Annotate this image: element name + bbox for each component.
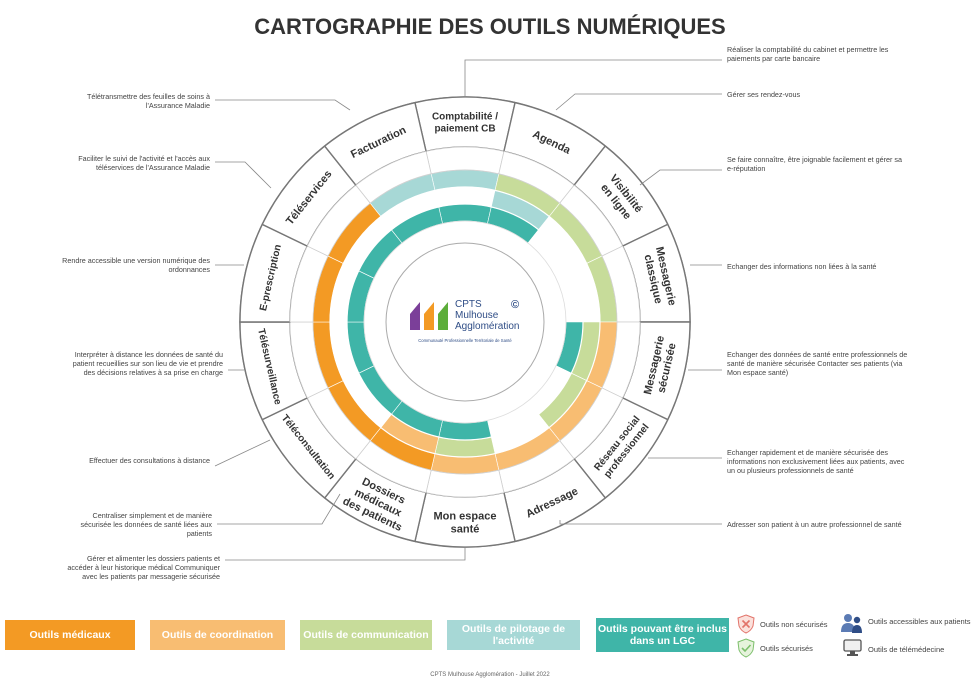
description-e-prescription: Rendre accessible une version numérique … [62, 256, 210, 274]
segment-agenda: Agenda [487, 101, 607, 248]
description-messagerie-securisee: Echanger des données de santé entre prof… [727, 350, 908, 377]
legend-label: Outils médicaux [29, 629, 111, 641]
legend-label: Outils de pilotage de l'activité [461, 623, 566, 647]
logo-text: CPTS [455, 299, 482, 310]
logo-symbol: © [511, 299, 519, 311]
center-circle [385, 242, 545, 402]
telemedicine-icon [843, 639, 862, 656]
description-comptabilite: Réaliser la comptabilité du cabinet et p… [727, 45, 889, 63]
segment-reseau-social: Réseau socialprofessionnel [527, 365, 669, 499]
legend-label: Outils de communication [303, 629, 429, 641]
description-visibilite: Se faire connaître, être joignable facil… [727, 155, 902, 173]
description-reseau-social: Echanger rapidement et de manière sécuri… [727, 448, 905, 475]
segment-gap [425, 469, 505, 498]
footer: CPTS Mulhouse Agglomération - Juillet 20… [430, 672, 550, 678]
key-label: Outils accessibles aux patients [868, 617, 971, 626]
description-teleservices: Faciliter le suivi de l'activité et l'ac… [78, 154, 210, 172]
segment-teleconsultation: Téléconsultation [261, 365, 405, 499]
secure-icon [737, 638, 755, 658]
leader-line [639, 169, 722, 186]
key-label: Outils non sécurisés [760, 620, 828, 629]
description-facturation: Télétransmettre des feuilles de soins à … [86, 92, 210, 110]
description-messagerie-classique: Echanger des informations non liées à la… [727, 262, 877, 271]
segment-gap [355, 150, 432, 204]
leader-line [214, 439, 271, 467]
key-label: Outils sécurisés [760, 644, 813, 653]
logo-text: Mulhouse [455, 310, 499, 321]
segment-dossiers-medicaux: Dossiersmédicauxdes patients [323, 396, 443, 543]
ring-divider [346, 203, 584, 441]
description-agenda: Gérer ses rendez-vous [727, 90, 801, 99]
description-adressage: Adresser son patient à un autre professi… [727, 520, 902, 529]
segment-messagerie-classique: Messagerieclassique [546, 223, 691, 323]
segment-adressage: Adressage [487, 396, 607, 543]
legend-communication: Outils de communication [300, 620, 432, 650]
description-dossiers-medicaux: Centraliser simplement et de manière séc… [80, 511, 212, 538]
leader-line [215, 161, 272, 189]
leader-line [225, 547, 466, 561]
legend-medical: Outils médicaux [5, 620, 135, 650]
segment-gap [425, 146, 505, 175]
segment-label-line: Comptabilité / [432, 112, 498, 123]
legend-coordination: Outils de coordination [150, 620, 285, 650]
legend-label: Outils de coordination [161, 629, 274, 641]
legend-pilotage: Outils de pilotage de l'activité [447, 620, 580, 650]
legend-lgc: Outils pouvant être inclus dans un LGC [596, 618, 729, 652]
ring-divider [329, 186, 601, 458]
segment-label: Comptabilité /paiement CB [432, 112, 498, 135]
segment-label-line: santé [451, 523, 480, 535]
unsecure-icon [737, 614, 755, 634]
logo-bar [410, 302, 420, 330]
leader-line [215, 99, 351, 111]
key-label: Outils de télémédecine [868, 645, 945, 654]
segment-messagerie-securisee: Messageriesécurisée [546, 321, 691, 421]
segment-visibilite: Visibilitéen ligne [524, 145, 669, 279]
leader-line [464, 59, 722, 97]
logo-bar [424, 302, 434, 330]
segment-label-line: Mon espace [434, 510, 497, 522]
segment-label-line: paiement CB [434, 124, 495, 135]
page-title: CARTOGRAPHIE DES OUTILS NUMÉRIQUES [254, 14, 726, 39]
segment-facturation: Facturation [323, 101, 443, 248]
logo-text: Agglomération [455, 321, 519, 332]
leader-line [217, 493, 341, 525]
logo-subtitle: Communauté Professionnelle Territoriale … [418, 338, 512, 343]
description-telesurveillance: Interpréter à distance les données de sa… [72, 350, 223, 377]
logo-bar [438, 302, 448, 330]
patient-icon [841, 614, 862, 633]
description-mon-espace-sante: Gérer et alimenter les dossiers patients… [67, 554, 220, 581]
description-teleconsultation: Effectuer des consultations à distance [89, 456, 210, 465]
leader-line [559, 520, 722, 525]
leader-line [555, 93, 722, 111]
legend-label: Outils pouvant être inclus dans un LGC [598, 623, 727, 647]
